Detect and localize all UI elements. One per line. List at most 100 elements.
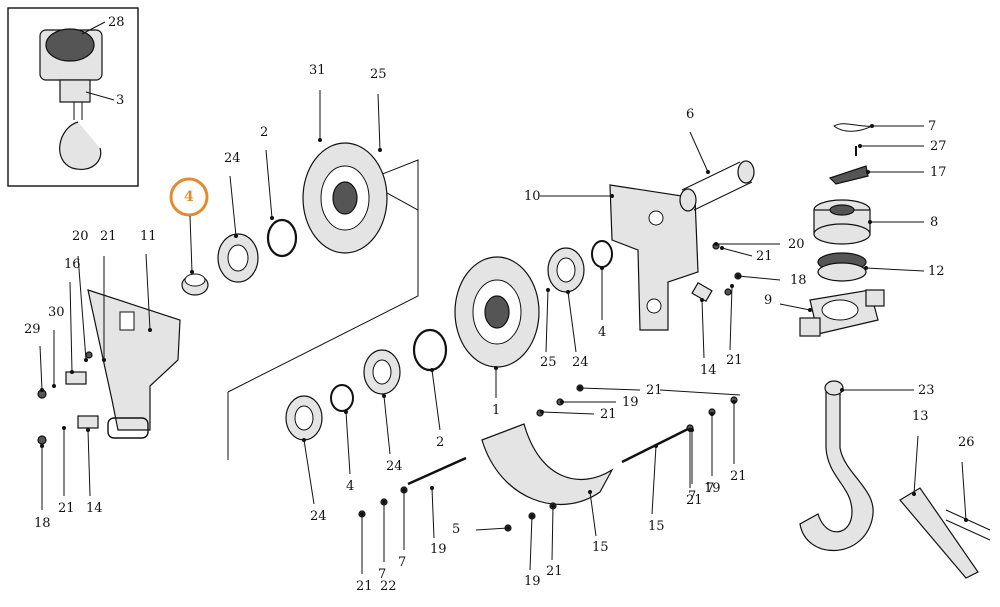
leader-dot-50 [868, 220, 872, 224]
leader-line-39 [475, 527, 509, 531]
callout-label-23: 6 [686, 107, 694, 122]
callout-label-4: 4 [184, 189, 194, 205]
callout-label-1: 25 [370, 67, 387, 82]
callout-label-17: 24 [310, 509, 327, 524]
callout-label-35: 21 [730, 469, 747, 484]
callout-label-47: 7 [928, 119, 936, 134]
leader-line-41 [551, 505, 554, 561]
callout-label-25: 20 [788, 237, 805, 252]
leader-line-20 [567, 291, 577, 353]
callout-label-40: 19 [524, 574, 541, 589]
leader-dot-45 [710, 412, 714, 416]
leader-line-2 [265, 149, 273, 219]
leader-dot-31 [560, 400, 564, 404]
inset-block-drawing [39, 28, 103, 170]
leader-line-4 [189, 215, 193, 273]
leader-dot-38 [588, 490, 592, 494]
callout-label-52: 23 [918, 383, 935, 398]
leader-dot-10 [40, 388, 44, 392]
callout-label-16: 2 [436, 435, 444, 450]
leader-line-15 [383, 395, 391, 455]
leader-dot-15 [382, 394, 386, 398]
callout-label-45: 19 [704, 481, 721, 496]
leader-line-17 [303, 439, 315, 505]
leader-dot-7 [102, 358, 106, 362]
callout-label-22: 10 [524, 189, 541, 204]
leader-dot-27 [736, 274, 740, 278]
callout-label-46: 21 [686, 493, 703, 508]
callout-label-37: 15 [648, 519, 665, 534]
callout-label-43: 7 [378, 567, 386, 582]
leader-line-5 [145, 253, 151, 331]
callout-label-51: 12 [928, 264, 945, 279]
leader-line-51 [865, 267, 925, 272]
leader-dot-8 [70, 370, 74, 374]
callout-label-48: 27 [930, 139, 947, 154]
callout-label-6: 20 [72, 229, 89, 244]
leader-dot-47 [870, 124, 874, 128]
leader-line-19 [545, 289, 549, 353]
leader-line-54 [961, 461, 967, 521]
leader-dot-9 [52, 384, 56, 388]
callout-label-32: 21 [600, 407, 617, 422]
callout-label-19: 25 [540, 355, 557, 370]
leader-line-16 [431, 369, 441, 431]
inset-label-0: 28 [108, 15, 125, 30]
leader-dot-1 [378, 148, 382, 152]
leader-dot-54 [964, 518, 968, 522]
safety-latch [899, 487, 979, 579]
callout-label-44: 21 [356, 579, 373, 594]
leader-line-26 [729, 285, 733, 351]
leader-dot-32 [540, 410, 544, 414]
callout-label-11: 21 [58, 501, 75, 516]
callout-label-54: 26 [958, 435, 975, 450]
callout-label-36: 19 [430, 542, 447, 557]
leader-dot-22 [610, 194, 614, 198]
callout-label-27: 18 [790, 273, 807, 288]
leader-line-3 [229, 175, 237, 237]
leader-line-53 [913, 435, 919, 495]
callout-label-26: 21 [726, 353, 743, 368]
leader-line-30 [579, 387, 641, 391]
callout-label-53: 13 [912, 409, 929, 424]
leader-dot-0 [318, 138, 322, 142]
leader-dot-29 [808, 308, 812, 312]
leader-dot-52 [840, 388, 844, 392]
rope-guard [481, 423, 614, 506]
callout-label-33: 7 [688, 489, 696, 504]
leader-line-37 [651, 445, 657, 515]
leader-line-12 [87, 429, 91, 497]
leader-line-29 [779, 303, 811, 311]
callout-label-18: 1 [492, 403, 500, 418]
leader-dot-25 [714, 242, 718, 246]
callout-label-13: 18 [34, 516, 51, 531]
leader-dot-17 [302, 438, 306, 442]
leader-dot-19 [546, 288, 550, 292]
leader-dot-37 [654, 444, 658, 448]
callout-label-5: 11 [140, 229, 157, 244]
highlight-ring [169, 177, 209, 217]
leader-line-40 [529, 515, 533, 571]
callout-label-50: 8 [930, 215, 938, 230]
leader-dot-53 [912, 492, 916, 496]
leader-dot-3 [234, 234, 238, 238]
callout-label-20: 24 [572, 355, 589, 370]
callout-label-38: 15 [592, 540, 609, 555]
part-shapes [37, 123, 991, 579]
callout-label-12: 14 [86, 501, 103, 516]
leader-dot-14 [344, 410, 348, 414]
leader-dot-48 [858, 144, 862, 148]
leader-dot-18 [494, 366, 498, 370]
callout-label-39: 5 [452, 522, 460, 537]
callout-label-30: 21 [646, 383, 663, 398]
leader-line-10 [39, 345, 43, 391]
leader-line-28 [701, 299, 705, 359]
side-plate-right [609, 184, 699, 331]
leader-line-6 [77, 255, 87, 361]
leader-dot-11 [62, 426, 66, 430]
callout-label-42: 7 [398, 555, 406, 570]
leader-dot-36 [430, 486, 434, 490]
leader-lines [39, 90, 968, 574]
